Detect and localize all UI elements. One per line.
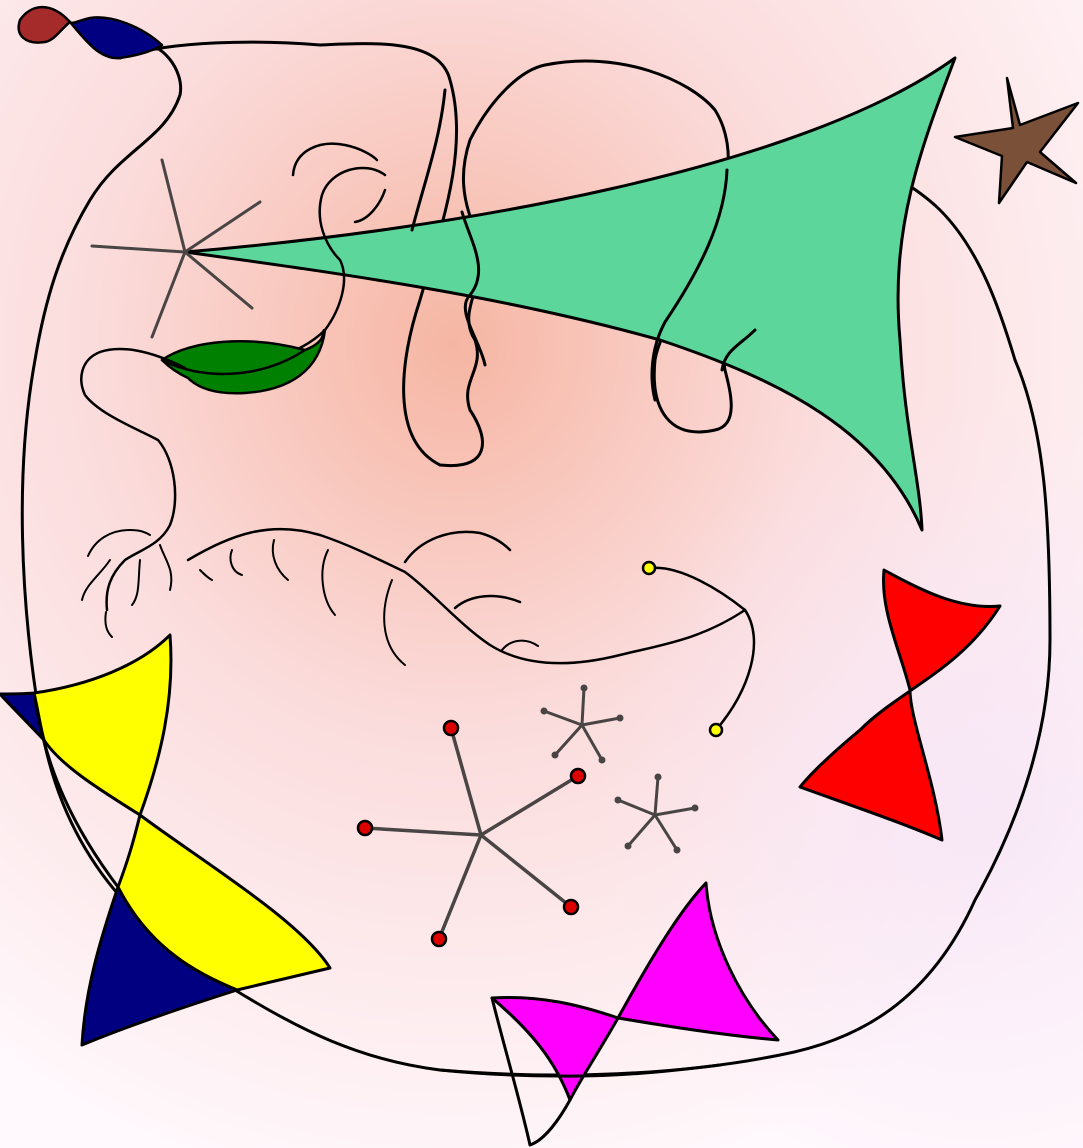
antenna-dot-top bbox=[641, 560, 657, 576]
navy-wedge-bottom bbox=[80, 885, 239, 1047]
star-icon bbox=[953, 76, 1080, 205]
asterisk-icon-large bbox=[363, 726, 580, 941]
mouth-arc-3 bbox=[501, 639, 539, 651]
loop-segment-over-yellow bbox=[32, 691, 120, 889]
asterisk-small-1-dots bbox=[540, 684, 624, 764]
asterisk-icon-top-left bbox=[90, 158, 262, 339]
ear-arc-1 bbox=[291, 142, 379, 177]
antenna-line bbox=[648, 566, 756, 732]
magenta-bowtie-tail bbox=[490, 996, 572, 1147]
mouth-arc-1 bbox=[403, 530, 512, 564]
mint-green-wedge bbox=[183, 56, 957, 532]
loop-segment-over-wedge-3 bbox=[720, 328, 757, 372]
mouth-line bbox=[186, 527, 747, 665]
yellow-wedge-shape bbox=[32, 633, 332, 992]
ear-arc-3 bbox=[353, 188, 387, 224]
asterisk-icon-small-1 bbox=[542, 686, 622, 762]
loop-segment-over-wedge-2 bbox=[650, 168, 729, 402]
loop-segment-over-wedge-4 bbox=[410, 88, 447, 232]
mustache-hairs bbox=[81, 529, 406, 666]
red-bowtie-shape bbox=[798, 568, 1002, 842]
nose-curve bbox=[80, 347, 187, 612]
asterisk-icon-small-2 bbox=[616, 775, 697, 852]
loop-segment-over-magenta bbox=[438, 1063, 722, 1078]
mouth-arc-2 bbox=[453, 594, 522, 610]
flag-navy-lobe bbox=[68, 16, 164, 60]
leaf-fold-line bbox=[160, 348, 307, 376]
loop-segment-over-wedge-1 bbox=[460, 210, 487, 367]
flag-red-lobe bbox=[17, 5, 72, 44]
asterisk-red-dots bbox=[356, 719, 587, 948]
asterisk-small-2-dots bbox=[614, 773, 699, 854]
antenna-dot-bottom bbox=[708, 722, 724, 738]
leaf-shape bbox=[160, 328, 327, 395]
